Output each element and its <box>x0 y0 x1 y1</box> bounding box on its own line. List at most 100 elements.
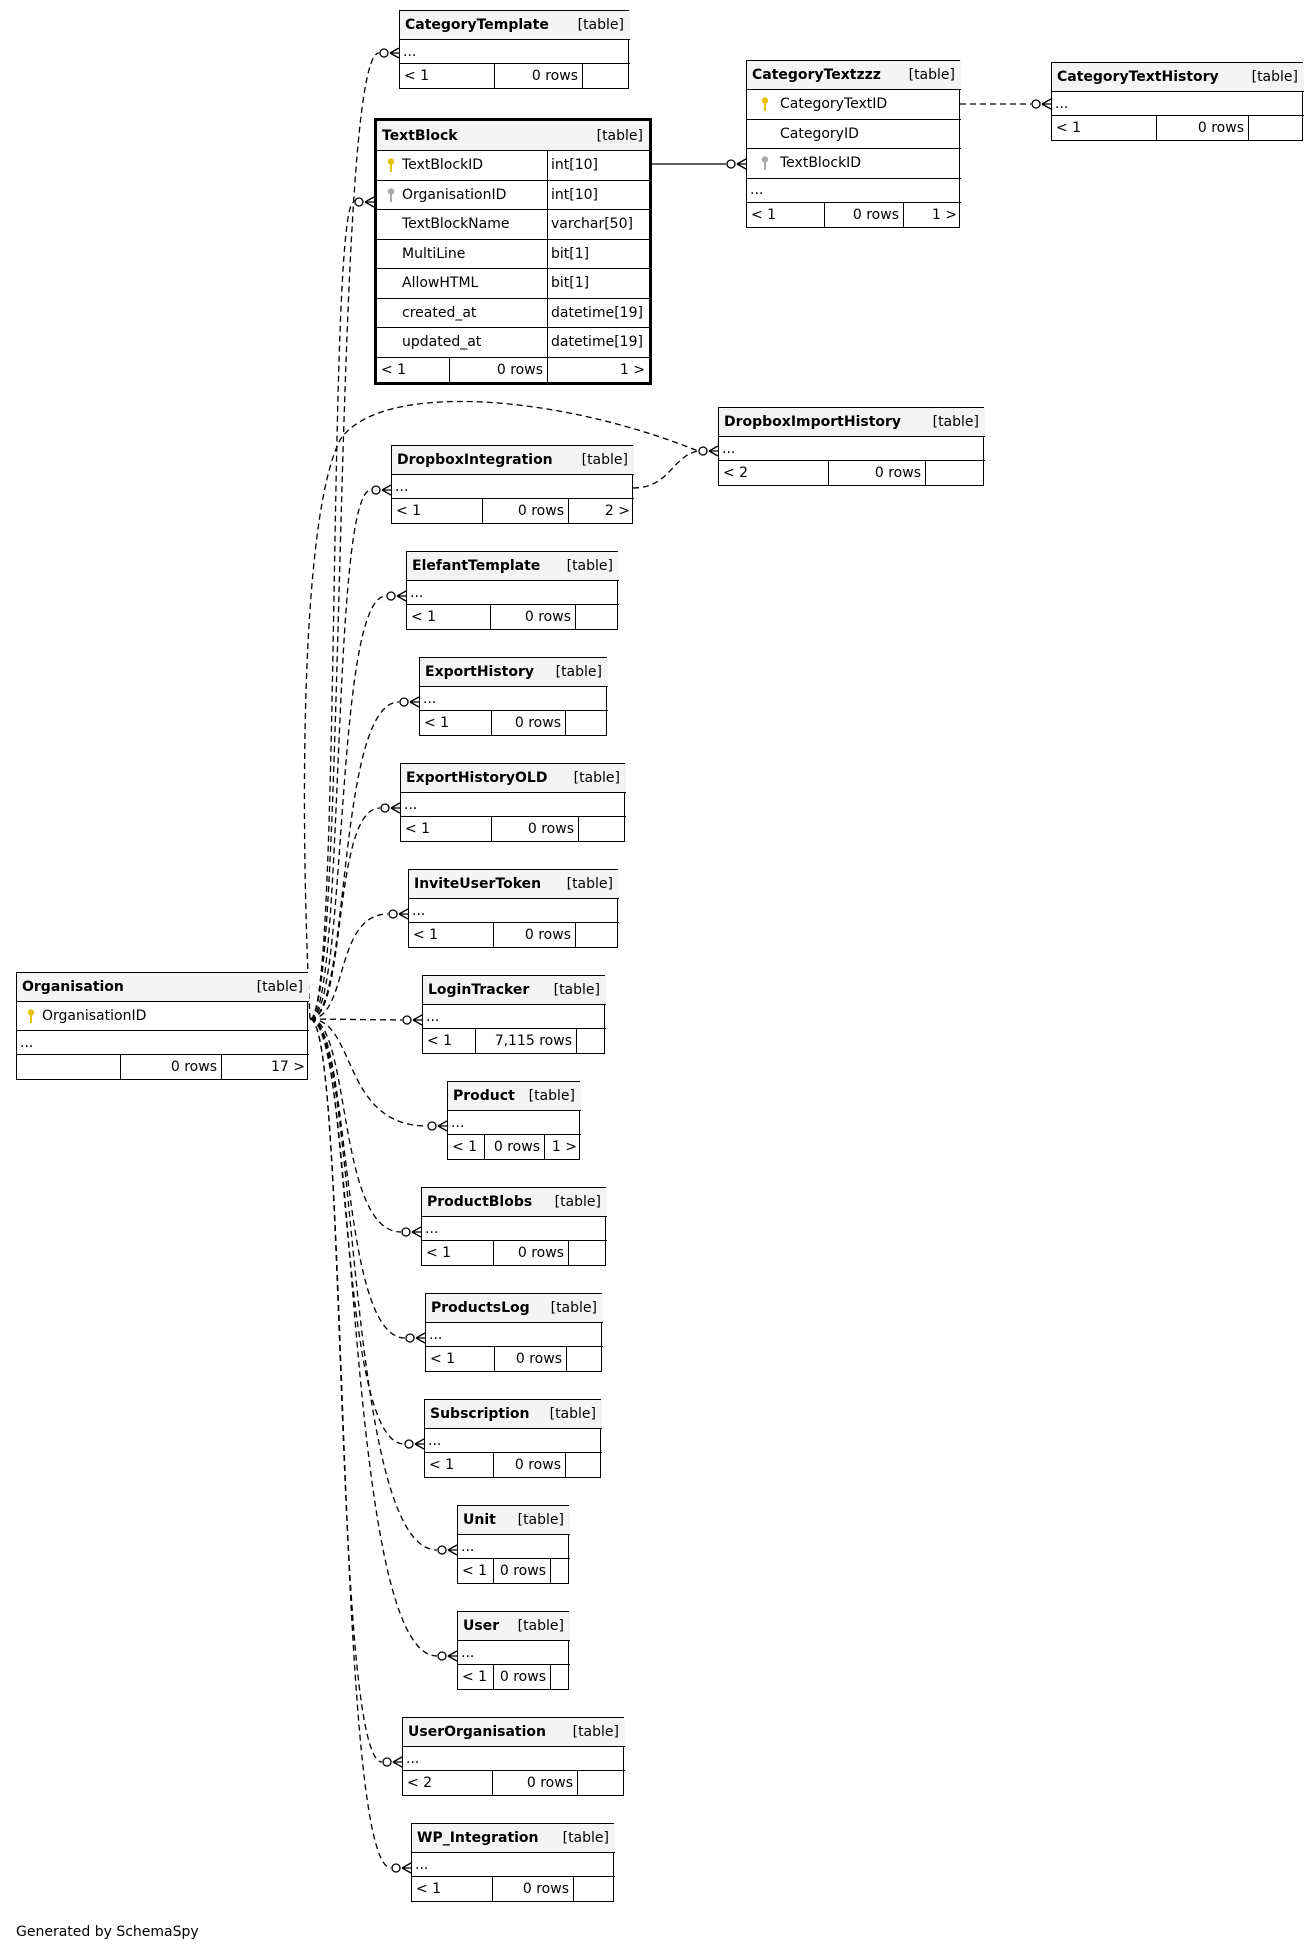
child-count <box>569 1241 607 1265</box>
column-type: int[10] <box>548 151 649 181</box>
child-count <box>566 1453 602 1477</box>
column-row: CategoryID <box>747 120 961 149</box>
crow-foot-marker <box>427 1120 448 1132</box>
row-count: 0 rows <box>450 357 548 382</box>
more-columns: ... <box>458 1641 570 1665</box>
table-name: ProductsLog <box>431 1300 530 1316</box>
more-columns: ... <box>403 1747 625 1771</box>
table-Subscription[interactable]: Subscription[table] ... < 1 0 rows <box>424 1399 602 1478</box>
table-name: DropboxIntegration <box>397 452 553 468</box>
column-type: int[10] <box>548 181 649 210</box>
foreign-key-icon <box>750 155 780 171</box>
table-type: [table] <box>550 1300 597 1316</box>
table-header: ProductBlobs[table] <box>422 1188 607 1217</box>
table-CategoryTextzzz[interactable]: CategoryTextzzz[table] CategoryTextID Ca… <box>746 60 961 228</box>
table-name: ExportHistoryOLD <box>406 770 548 786</box>
table-Organisation[interactable]: Organisation[table] OrganisationID ... 0… <box>16 972 309 1080</box>
primary-key-icon <box>750 96 780 112</box>
parent-count: < 1 <box>377 357 450 382</box>
relationship-edge <box>632 450 699 489</box>
column-type: datetime[19] <box>548 299 649 328</box>
table-ExportHistory[interactable]: ExportHistory[table] ... < 1 0 rows <box>419 657 608 736</box>
child-count <box>574 1877 615 1901</box>
table-header: CategoryTextHistory[table] <box>1052 63 1304 92</box>
child-count <box>578 1771 625 1795</box>
table-DropboxImportHistory[interactable]: DropboxImportHistory[table] ... < 2 0 ro… <box>718 407 985 486</box>
table-Unit[interactable]: Unit[table] ... < 1 0 rows <box>457 1505 570 1584</box>
child-count <box>577 1029 606 1053</box>
table-header: InviteUserToken[table] <box>409 870 619 899</box>
table-LoginTracker[interactable]: LoginTracker[table] ... < 1 7,115 rows <box>422 975 606 1054</box>
column-name: AllowHTML <box>402 275 479 292</box>
crow-foot-marker <box>354 196 375 208</box>
table-UserOrganisation[interactable]: UserOrganisation[table] ... < 2 0 rows <box>402 1717 625 1796</box>
relationship-edge <box>309 1018 428 1127</box>
crow-foot-marker <box>1031 98 1052 110</box>
parent-count: < 2 <box>719 461 829 485</box>
table-InviteUserToken[interactable]: InviteUserToken[table] ... < 1 0 rows <box>408 869 619 948</box>
table-TextBlock[interactable]: TextBlock [table] TextBlockID int[10] Or… <box>374 118 652 385</box>
table-header: CategoryTemplate[table] <box>400 11 630 40</box>
table-name: CategoryTextHistory <box>1057 69 1219 85</box>
more-columns: ... <box>423 1005 606 1029</box>
table-name: LoginTracker <box>428 982 530 998</box>
relationship-edge <box>309 1018 405 1445</box>
table-type: [table] <box>573 770 620 786</box>
column-name: CategoryTextID <box>780 96 888 113</box>
column-row: TextBlockName <box>377 210 548 240</box>
child-count <box>576 923 619 947</box>
table-type: [table] <box>548 121 649 151</box>
generated-by-caption: Generated by SchemaSpy <box>16 1924 199 1940</box>
crow-foot-marker <box>391 1862 412 1874</box>
table-header: ExportHistory[table] <box>420 658 608 687</box>
row-count: 0 rows <box>493 1877 574 1901</box>
row-count: 0 rows <box>492 817 579 841</box>
child-count <box>1249 116 1304 140</box>
table-header: WP_Integration[table] <box>412 1824 615 1853</box>
crow-foot-marker <box>404 1438 425 1450</box>
table-header: ExportHistoryOLD [table] <box>401 764 626 793</box>
relationship-edge <box>309 1018 392 1869</box>
parent-count: < 1 <box>407 605 491 629</box>
crow-foot-marker <box>698 445 719 457</box>
table-CategoryTemplate[interactable]: CategoryTemplate[table] ... < 1 0 rows <box>399 10 630 89</box>
table-name: DropboxImportHistory <box>724 414 902 430</box>
parent-count: < 1 <box>412 1877 493 1901</box>
table-Product[interactable]: Product[table] ... < 1 0 rows 1 > <box>447 1081 581 1160</box>
child-count <box>583 64 630 88</box>
table-ExportHistoryOLD[interactable]: ExportHistoryOLD[table] ... < 1 0 rows <box>400 763 626 842</box>
child-count <box>567 1347 603 1371</box>
row-count: 0 rows <box>494 1241 569 1265</box>
relationship-edge <box>309 1018 438 1551</box>
table-ElefantTemplate[interactable]: ElefantTemplate[table] ... < 1 0 rows <box>406 551 619 630</box>
table-name: ElefantTemplate <box>412 558 541 574</box>
table-DropboxIntegration[interactable]: DropboxIntegration[table] ... < 1 0 rows… <box>391 445 634 524</box>
table-name: Unit <box>463 1512 496 1528</box>
row-count: 0 rows <box>492 711 566 735</box>
table-ProductsLog[interactable]: ProductsLog[table] ... < 1 0 rows <box>425 1293 603 1372</box>
table-type: [table] <box>549 1406 596 1422</box>
parent-count: < 1 <box>426 1347 495 1371</box>
child-count <box>566 711 608 735</box>
relationship-edge <box>309 701 400 1020</box>
table-type: [table] <box>517 1618 564 1634</box>
table-type: [table] <box>932 414 979 430</box>
table-User[interactable]: User[table] ... < 1 0 rows <box>457 1611 570 1690</box>
table-name: Product <box>453 1088 515 1104</box>
parent-count: < 2 <box>403 1771 493 1795</box>
table-ProductBlobs[interactable]: ProductBlobs[table] ... < 1 0 rows <box>421 1187 607 1266</box>
child-count: 2 > <box>604 503 630 519</box>
crow-foot-marker <box>726 158 747 170</box>
table-name: InviteUserToken <box>414 876 542 892</box>
table-type: [table] <box>517 1512 564 1528</box>
table-header: LoginTracker[table] <box>423 976 606 1005</box>
relationship-edge <box>309 1018 402 1233</box>
column-row: created_at <box>377 298 548 328</box>
more-columns: ... <box>458 1535 570 1559</box>
table-WP_Integration[interactable]: WP_Integration[table] ... < 1 0 rows <box>411 1823 615 1902</box>
relationship-edge <box>303 400 699 1020</box>
parent-count: < 1 <box>423 1029 476 1053</box>
table-CategoryTextHistory[interactable]: CategoryTextHistory[table] ... < 1 0 row… <box>1051 62 1304 141</box>
row-count: 0 rows <box>494 1559 551 1583</box>
more-columns: ... <box>409 899 619 923</box>
